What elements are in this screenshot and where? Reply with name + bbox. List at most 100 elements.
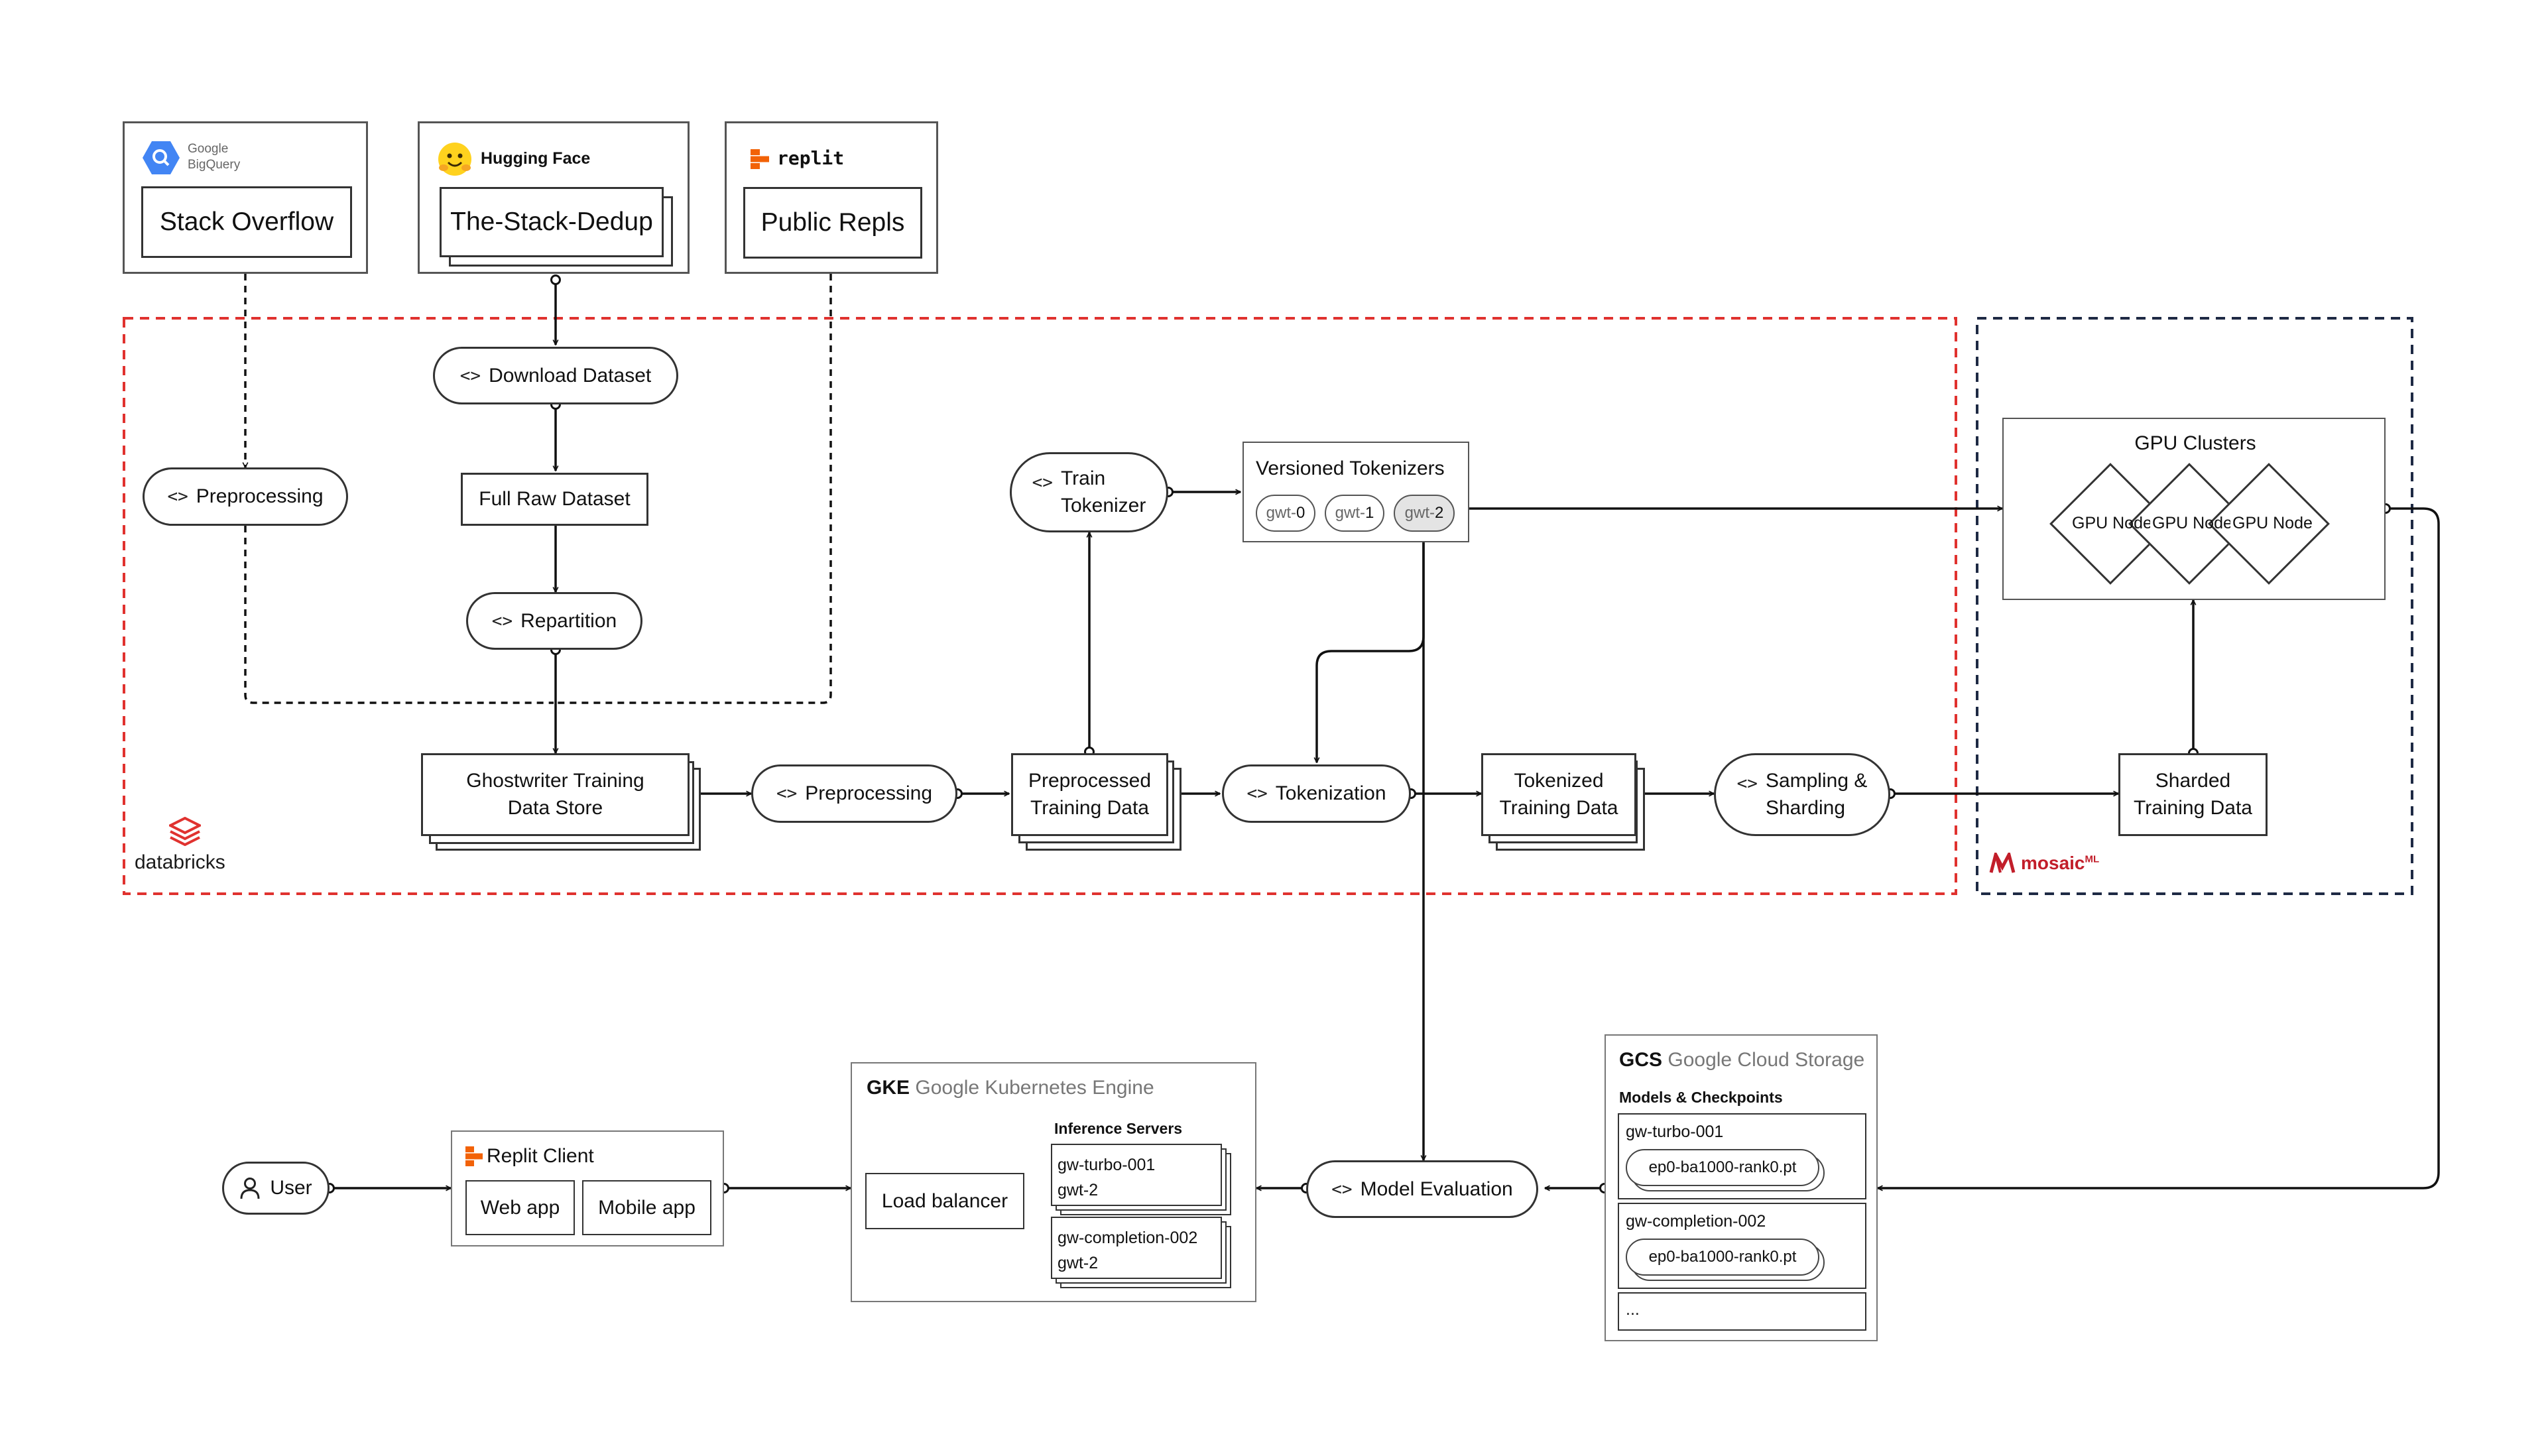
- model-gw-completion-002: gw-completion-002 ep0-ba1000-rank0.pt: [1618, 1203, 1866, 1289]
- public-repls-label: Public Repls: [760, 208, 905, 237]
- public-repls-dataset: Public Repls: [743, 187, 922, 259]
- model-1-name: gw-turbo-001: [1626, 1122, 1724, 1141]
- sampling-line2: Sharding: [1765, 796, 1846, 819]
- more-models-row: ...: [1618, 1292, 1866, 1331]
- sharded-line2: Training Data: [2134, 796, 2252, 819]
- ghostwriter-training-data-store: Ghostwriter Training Data Store: [421, 753, 690, 836]
- tokenization-label: Tokenization: [1275, 782, 1386, 804]
- versioned-tokenizers-title: Versioned Tokenizers: [1256, 457, 1445, 479]
- bigquery-source-panel: Google BigQuery Stack Overflow: [123, 121, 368, 274]
- train-tokenizer-line1: Train: [1060, 467, 1106, 489]
- train-tokenizer-line2: Tokenizer: [1060, 494, 1146, 516]
- replit-client-title: Replit Client: [487, 1145, 594, 1167]
- sharded-training-data: Sharded Training Data: [2118, 753, 2268, 836]
- edge-gpu-to-gcs: [1878, 507, 2440, 1188]
- gcs-abbr: GCS: [1619, 1049, 1663, 1071]
- code-icon: <>: [491, 611, 513, 631]
- server-1-name: gw-turbo-001: [1058, 1156, 1156, 1174]
- edge-preprocessing-to-store: [244, 526, 554, 704]
- mosaicml-logo-icon: [1989, 850, 2016, 877]
- replit-logo-icon: [751, 149, 769, 169]
- server-1-tokenizer: gwt-2: [1058, 1180, 1099, 1199]
- databricks-logo-icon: [167, 816, 203, 849]
- web-app-node: Web app: [465, 1180, 575, 1235]
- stack-overflow-dataset: Stack Overflow: [141, 186, 352, 258]
- server-2-tokenizer: gwt-2: [1058, 1253, 1099, 1272]
- load-balancer-label: Load balancer: [881, 1189, 1008, 1212]
- preprocessed-line2: Training Data: [1030, 796, 1149, 819]
- tokenizer-chip-gwt-2: gwt-2: [1394, 495, 1455, 532]
- edge-replit-to-store: [556, 274, 832, 704]
- gke-abbr: GKE: [867, 1077, 910, 1099]
- web-app-label: Web app: [480, 1196, 560, 1219]
- mobile-app-label: Mobile app: [598, 1196, 696, 1219]
- repartition-label: Repartition: [520, 609, 617, 632]
- mosaic-ml-sup: ML: [2085, 853, 2100, 865]
- gke-panel: GKE Google Kubernetes Engine Inference S…: [851, 1062, 1256, 1302]
- full-raw-dataset: Full Raw Dataset: [461, 473, 648, 526]
- sampling-sharding-step: <> Sampling & Sharding: [1714, 753, 1890, 836]
- model-gw-turbo-001: gw-turbo-001 ep0-ba1000-rank0.pt: [1618, 1113, 1866, 1199]
- tokenized-line1: Tokenized: [1514, 770, 1604, 792]
- replit-brand: replit: [777, 147, 845, 169]
- download-dataset-step: <> Download Dataset: [433, 347, 678, 404]
- user-label: User: [270, 1177, 312, 1199]
- mosaic-region-border: [1976, 317, 2413, 895]
- gpu-node-2-label: GPU Node: [2152, 514, 2230, 532]
- code-icon: <>: [459, 365, 481, 386]
- mobile-app-node: Mobile app: [582, 1180, 711, 1235]
- load-balancer-node: Load balancer: [865, 1173, 1024, 1229]
- mosaicml-logo: mosaicML: [1989, 850, 2135, 879]
- preprocessed-line1: Preprocessed: [1028, 770, 1152, 792]
- model-2-checkpoint: ep0-ba1000-rank0.pt: [1626, 1239, 1819, 1276]
- versioned-tokenizers-panel: Versioned Tokenizers gwt-0 gwt-1 gwt-2: [1243, 442, 1469, 542]
- preprocessing-mid-label: Preprocessing: [805, 782, 933, 804]
- gcs-name: Google Cloud Storage: [1667, 1049, 1865, 1071]
- gpu-node-3-label: GPU Node: [2232, 514, 2313, 532]
- more-models-label: ...: [1626, 1300, 1640, 1319]
- inference-server-gw-completion-002: gw-completion-002 gwt-2: [1051, 1217, 1222, 1279]
- train-tokenizer-step: <> Train Tokenizer: [1010, 452, 1168, 532]
- gke-name: Google Kubernetes Engine: [915, 1077, 1154, 1099]
- the-stack-dedup-label: The-Stack-Dedup: [450, 208, 653, 236]
- models-checkpoints-title: Models & Checkpoints: [1619, 1089, 1783, 1106]
- bigquery-brand-line1: Google: [188, 142, 229, 156]
- user-icon: [239, 1177, 261, 1199]
- model-1-checkpoint: ep0-ba1000-rank0.pt: [1626, 1149, 1819, 1186]
- store-line2: Data Store: [507, 796, 603, 819]
- full-raw-dataset-label: Full Raw Dataset: [479, 488, 631, 510]
- edge-gwt2-to-tokenization: [1317, 536, 1425, 762]
- code-icon: <>: [1736, 774, 1758, 794]
- code-icon: <>: [167, 487, 188, 507]
- gpu-clusters-title: GPU Clusters: [2134, 432, 2256, 454]
- tokenizer-chip-gwt-1: gwt-1: [1325, 495, 1384, 532]
- code-icon: <>: [776, 784, 798, 804]
- the-stack-dedup-dataset: The-Stack-Dedup: [440, 187, 664, 257]
- store-line1: Ghostwriter Training: [466, 770, 644, 792]
- stack-overflow-label: Stack Overflow: [159, 208, 334, 236]
- model-evaluation-label: Model Evaluation: [1360, 1178, 1513, 1200]
- code-icon: <>: [1032, 473, 1053, 493]
- tokenizer-chip-gwt-0: gwt-0: [1256, 495, 1315, 532]
- bigquery-brand-line2: BigQuery: [188, 157, 241, 172]
- server-2-name: gw-completion-002: [1058, 1229, 1198, 1247]
- model-evaluation-step: <> Model Evaluation: [1306, 1160, 1538, 1218]
- bigquery-icon: [143, 140, 180, 176]
- model-2-name: gw-completion-002: [1626, 1212, 1766, 1231]
- hugging-face-brand: Hugging Face: [481, 149, 591, 168]
- download-dataset-label: Download Dataset: [489, 364, 652, 387]
- preprocessed-training-data: Preprocessed Training Data: [1011, 753, 1168, 836]
- preprocessing-mid-step: <> Preprocessing: [751, 764, 957, 823]
- hugging-face-emoji-icon: [438, 143, 471, 176]
- user-node: User: [222, 1162, 330, 1215]
- replit-source-panel: replit Public Repls: [725, 121, 938, 274]
- preprocessing-left-label: Preprocessing: [196, 485, 324, 507]
- sharded-line1: Sharded: [2155, 770, 2231, 792]
- tokenization-step: <> Tokenization: [1222, 764, 1411, 823]
- databricks-wordmark: databricks: [135, 851, 225, 873]
- databricks-logo: databricks: [135, 816, 241, 877]
- huggingface-source-panel: Hugging Face The-Stack-Dedup: [418, 121, 690, 274]
- databricks-region-border: [123, 317, 1957, 895]
